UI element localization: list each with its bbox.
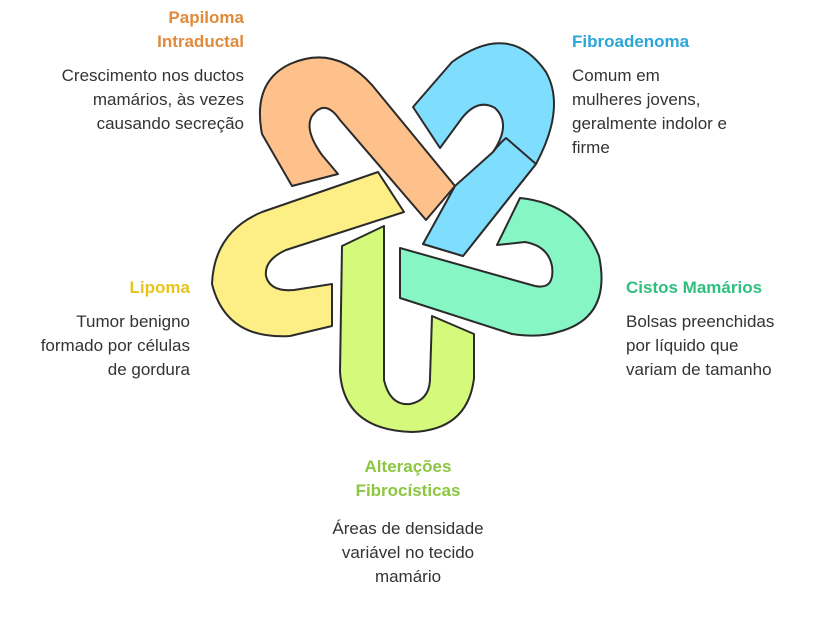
lipoma-description: Tumor benigno formado por células de gor…: [40, 312, 190, 379]
fibroadenoma-label-group: Fibroadenoma Comum em mulheres jovens, g…: [572, 30, 802, 160]
cistos-title: Cistos Mamários: [626, 278, 763, 297]
lipoma-loop-shape: [211, 171, 405, 338]
cistos-label-group: Cistos Mamários Bolsas preenchidas por l…: [626, 276, 826, 382]
fibroadenoma-title: Fibroadenoma: [572, 32, 690, 51]
fibroadenoma-description: Comum em mulheres jovens, geralmente ind…: [572, 66, 727, 157]
papiloma-description: Crescimento nos ductos mamários, às veze…: [61, 66, 244, 133]
alteracoes-label-group: Alterações Fibrocísticas Áreas de densid…: [298, 455, 518, 589]
cistos-loop-shape: [399, 197, 603, 337]
lipoma-title: Lipoma: [129, 278, 190, 297]
fibroadenoma-loop-shape: [412, 42, 555, 257]
papiloma-loop-shape: [258, 56, 456, 221]
papiloma-label-group: Papiloma Intraductal Crescimento nos duc…: [40, 6, 244, 136]
alteracoes-title: Alterações Fibrocísticas: [355, 457, 461, 500]
cistos-description: Bolsas preenchidas por líquido que varia…: [626, 312, 775, 379]
alteracoes-description: Áreas de densidade variável no tecido ma…: [332, 519, 484, 586]
lipoma-label-group: Lipoma Tumor benigno formado por células…: [20, 276, 190, 382]
alteracoes-loop-shape: [339, 225, 475, 433]
fibroadenoma-front-strand: [422, 137, 537, 257]
papiloma-title: Papiloma Intraductal: [157, 8, 244, 51]
